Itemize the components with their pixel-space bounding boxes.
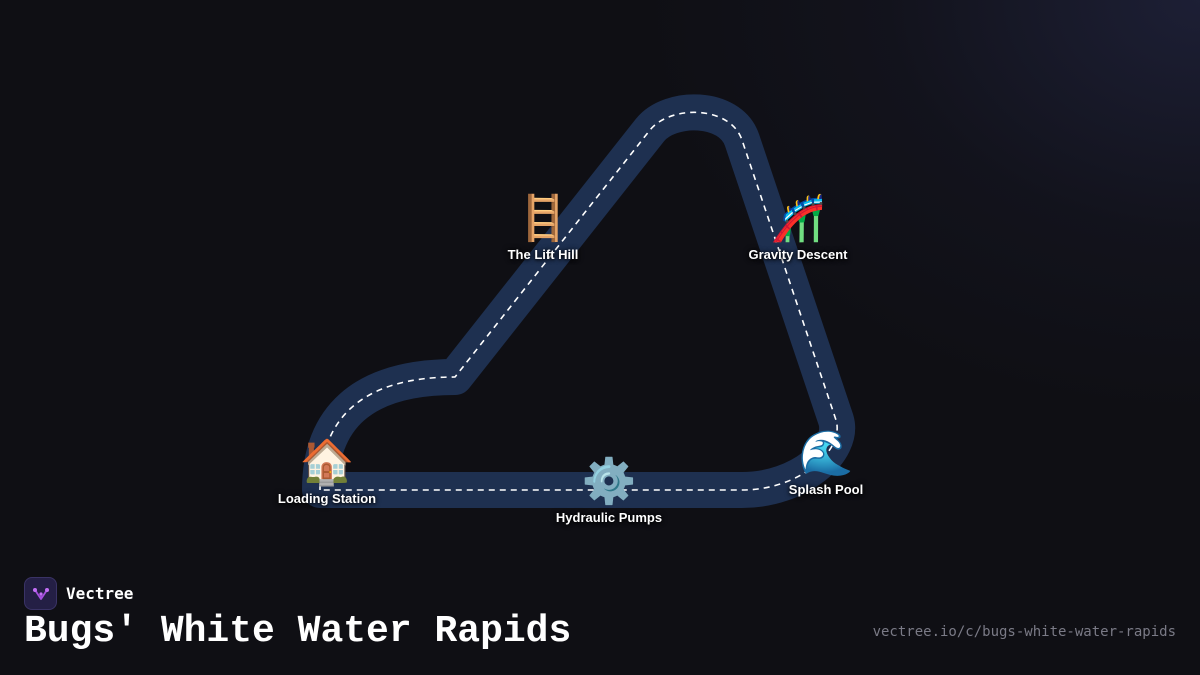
- station-splash-pool: 🌊 Splash Pool: [788, 429, 864, 498]
- track-body: [302, 94, 856, 508]
- ride-title: Bugs' White Water Rapids: [24, 610, 572, 653]
- station-label: Gravity Descent: [748, 247, 848, 262]
- station-label: The Lift Hill: [507, 247, 579, 262]
- station-label: Splash Pool: [788, 482, 864, 497]
- station-hydraulic-pumps: ⚙️ Hydraulic Pumps: [555, 457, 663, 526]
- ride-url[interactable]: vectree.io/c/bugs-white-water-rapids: [872, 624, 1176, 640]
- track-centerline: [319, 111, 838, 491]
- station-lift-hill: 🪜 The Lift Hill: [507, 194, 579, 263]
- vectree-logo-icon: [24, 577, 57, 610]
- station-label: Hydraulic Pumps: [555, 510, 663, 525]
- water-wave-icon: 🌊: [798, 429, 854, 478]
- ladder-icon: 🪜: [515, 194, 571, 243]
- station-loading: 🏠 Loading Station: [277, 438, 377, 507]
- brand-name: Vectree: [66, 584, 134, 603]
- brand[interactable]: Vectree: [24, 577, 133, 610]
- station-label: Loading Station: [277, 491, 377, 506]
- roller-coaster-icon: 🎢: [770, 194, 826, 243]
- gear-icon: ⚙️: [581, 457, 637, 506]
- station-gravity-descent: 🎢 Gravity Descent: [748, 194, 848, 263]
- house-icon: 🏠: [299, 438, 355, 487]
